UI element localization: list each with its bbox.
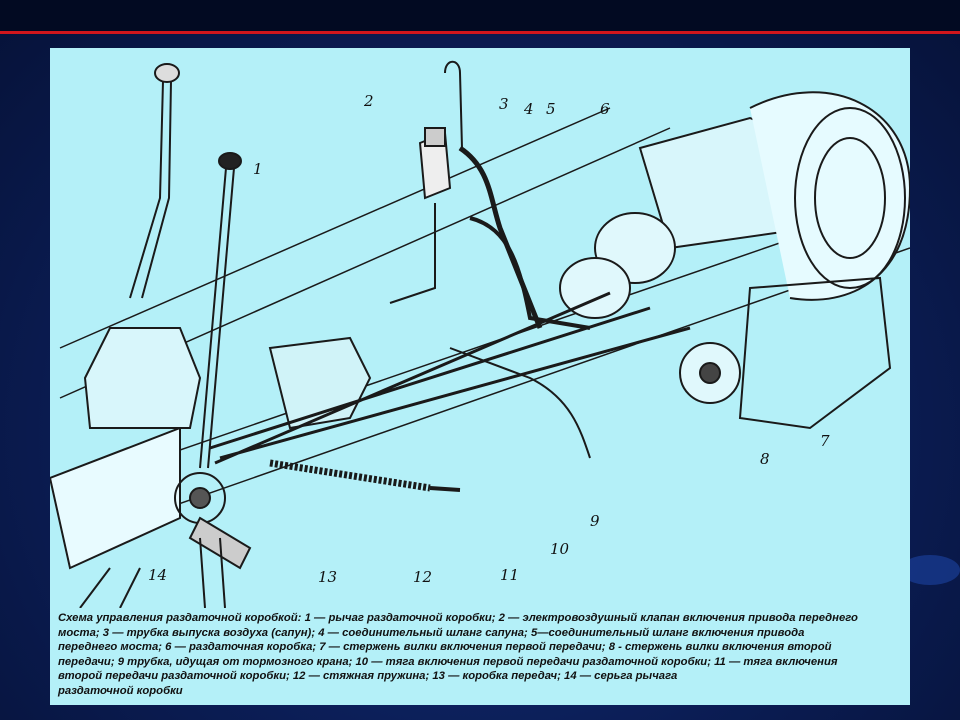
label-6: 6 bbox=[600, 100, 610, 118]
label-8: 8 bbox=[760, 450, 770, 468]
caption-line: моста; 3 — трубка выпуска воздуха (сапун… bbox=[58, 626, 805, 639]
transfer-case-lever bbox=[174, 152, 242, 524]
caption-line: Схема управления раздаточной коробкой: 1… bbox=[58, 612, 858, 624]
label-10: 10 bbox=[550, 540, 570, 558]
label-12: 12 bbox=[413, 568, 433, 586]
label-13: 13 bbox=[318, 568, 338, 586]
label-14: 14 bbox=[148, 566, 168, 584]
label-1: 1 bbox=[253, 160, 263, 178]
caption-line: раздаточной коробки bbox=[58, 684, 183, 697]
label-9: 9 bbox=[590, 512, 600, 530]
label-7: 7 bbox=[820, 432, 830, 450]
label-5: 5 bbox=[546, 100, 556, 118]
label-2: 2 bbox=[364, 92, 374, 110]
caption-line: переднего моста; 6 — раздаточная коробка… bbox=[58, 641, 832, 654]
accent-divider bbox=[0, 31, 960, 34]
caption-line: второй передачи раздаточной коробки; 12 … bbox=[58, 670, 678, 683]
gearshift-lever bbox=[83, 63, 202, 429]
slide-title-bar bbox=[0, 0, 960, 31]
diagram-caption: Схема управления раздаточной коробкой: 1… bbox=[58, 611, 908, 699]
caption-line: передачи; 9 трубка, идущая от тормозного… bbox=[58, 655, 838, 668]
diagram-panel: 1 2 3 4 5 6 7 8 9 10 11 12 13 14 Схема у… bbox=[50, 48, 910, 705]
label-3: 3 bbox=[499, 95, 509, 113]
label-11: 11 bbox=[500, 566, 520, 584]
transfer-case-control-drawing bbox=[50, 60, 910, 608]
transfer-case bbox=[559, 91, 910, 430]
electro-pneumatic-valve bbox=[389, 60, 463, 304]
decorative-swoosh bbox=[900, 555, 960, 585]
label-4: 4 bbox=[524, 100, 534, 118]
